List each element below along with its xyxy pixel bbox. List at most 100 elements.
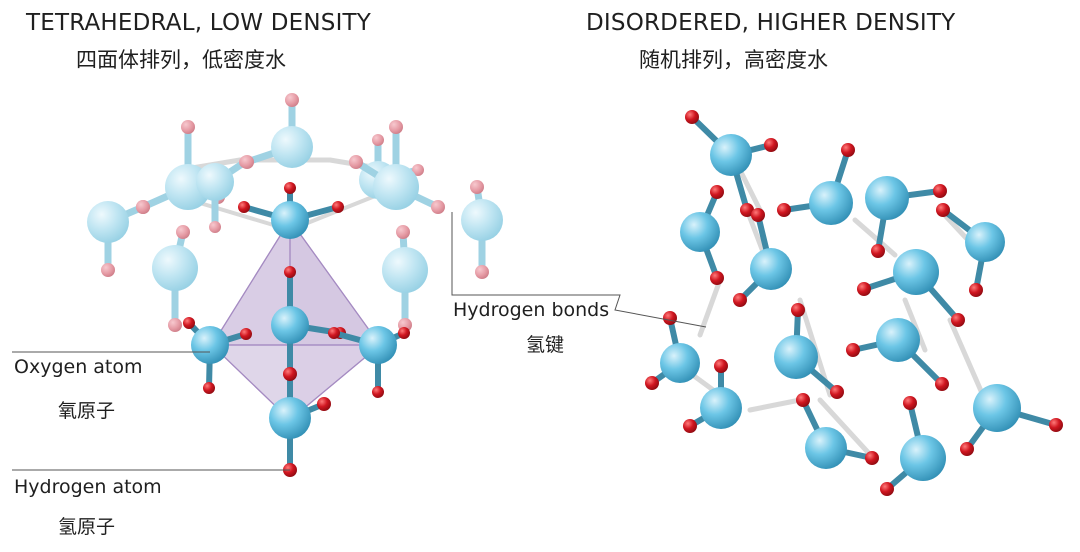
hydrogen-atom: [240, 328, 252, 340]
hydrogen-atom-faded: [389, 120, 403, 134]
oxygen-atom: [774, 335, 818, 379]
hydrogen-atom: [740, 203, 754, 217]
hydrogen-bond-line: [852, 217, 898, 258]
hydrogen-atom: [183, 317, 195, 329]
hydrogen-atom: [714, 359, 728, 373]
hydrogen-bond-line: [747, 397, 803, 413]
hydrogen-atom-faded: [176, 225, 190, 239]
hydrogen-atom: [328, 327, 340, 339]
oxygen-atom: [271, 201, 309, 239]
oxygen-atom: [191, 326, 229, 364]
hydrogen-atom: [317, 397, 331, 411]
hydrogen-atom: [846, 343, 860, 357]
hydrogen-atom: [871, 244, 885, 258]
left-title: TETRAHEDRAL, LOW DENSITY: [26, 10, 372, 36]
right-subtitle: 随机排列，高密度水: [639, 48, 828, 72]
hydrogen-atom: [777, 203, 791, 217]
hydrogen-atom-faded: [285, 93, 299, 107]
oxygen-atom-label: Oxygen atom: [14, 356, 143, 378]
hydrogen-atom: [796, 393, 810, 407]
hydrogen-atom: [332, 201, 344, 213]
oxygen-atom: [805, 427, 847, 469]
hydrogen-bonds-label-zh: 氢键: [526, 334, 565, 356]
hydrogen-bonds-label: Hydrogen bonds: [453, 299, 610, 321]
hydrogen-atom: [791, 303, 805, 317]
oxygen-atom-faded: [461, 199, 503, 241]
hydrogen-atom-faded: [349, 155, 363, 169]
hydrogen-atom: [203, 382, 215, 394]
hydrogen-atom: [903, 396, 917, 410]
hydrogen-atom-faded: [470, 180, 484, 194]
oxygen-atom-faded: [373, 164, 419, 210]
hydrogen-atom: [764, 138, 778, 152]
oxygen-atom: [965, 222, 1005, 262]
hydrogen-atom-faded: [431, 200, 445, 214]
hydrogen-atom-faded: [240, 155, 254, 169]
hydrogen-atom: [372, 386, 384, 398]
hydrogen-atom: [238, 201, 250, 213]
hydrogen-atom: [284, 266, 296, 278]
oxygen-atom: [700, 387, 742, 429]
hydrogen-atom: [683, 419, 697, 433]
hydrogen-atom: [710, 185, 724, 199]
hydrogen-atom: [751, 208, 765, 222]
hydrogen-atom: [935, 377, 949, 391]
hydrogen-atom: [865, 451, 879, 465]
hydrogen-atom: [951, 313, 965, 327]
hydrogen-atom: [857, 282, 871, 296]
oxygen-atom: [809, 181, 853, 225]
hydrogen-atom-faded: [209, 221, 221, 233]
hydrogen-bond-line: [947, 317, 988, 403]
oxygen-atom-faded: [152, 245, 198, 291]
hydrogen-bond-line: [697, 277, 723, 338]
oxygen-atom-faded: [87, 201, 129, 243]
left-subtitle: 四面体排列，低密度水: [76, 48, 286, 72]
hydrogen-atom-faded: [101, 263, 115, 277]
hydrogen-atom: [645, 376, 659, 390]
oxygen-atom-faded: [271, 126, 313, 168]
hydrogen-atom: [969, 283, 983, 297]
oxygen-atom: [660, 343, 700, 383]
hydrogen-atom: [1049, 418, 1063, 432]
hydrogen-atom: [710, 271, 724, 285]
hydrogen-atom-label-zh: 氢原子: [58, 516, 116, 538]
oxygen-atom: [269, 397, 311, 439]
oxygen-atom-faded: [382, 247, 428, 293]
hydrogen-atom: [830, 385, 844, 399]
hydrogen-atom-faded: [412, 164, 424, 176]
oxygen-atom: [710, 134, 752, 176]
oxygen-atom: [893, 249, 939, 295]
hydrogen-atom: [283, 367, 297, 381]
hydrogen-atom: [933, 184, 947, 198]
oxygen-atom: [900, 435, 946, 481]
hydrogen-atom: [284, 182, 296, 194]
hydrogen-atom: [880, 482, 894, 496]
hydrogen-atom-label: Hydrogen atom: [14, 476, 162, 498]
oxygen-atom: [750, 248, 792, 290]
hydrogen-atom: [841, 143, 855, 157]
oxygen-atom-faded: [196, 163, 234, 201]
oxygen-atom: [359, 326, 397, 364]
hydrogen-atom-faded: [475, 265, 489, 279]
hydrogen-atom: [960, 442, 974, 456]
hydrogen-atom: [936, 203, 950, 217]
hydrogen-atom: [733, 293, 747, 307]
hydrogen-atom-faded: [396, 225, 410, 239]
hydrogen-atom: [685, 110, 699, 124]
oxygen-atom: [973, 384, 1021, 432]
hydrogen-atom-faded: [136, 200, 150, 214]
hydrogen-atom: [398, 327, 410, 339]
hydrogen-bond-leader-line: [451, 212, 707, 328]
hydrogen-atom-faded: [181, 120, 195, 134]
tetrahedron-face: [210, 344, 382, 421]
oxygen-atom: [680, 212, 720, 252]
hydrogen-atom: [663, 311, 677, 325]
oxygen-atom: [876, 318, 920, 362]
hydrogen-bond-line: [902, 297, 928, 353]
oxygen-atom-label-zh: 氧原子: [58, 400, 116, 422]
right-title: DISORDERED, HIGHER DENSITY: [586, 10, 956, 36]
hydrogen-atom-faded: [168, 318, 182, 332]
oxygen-atom: [271, 306, 309, 344]
